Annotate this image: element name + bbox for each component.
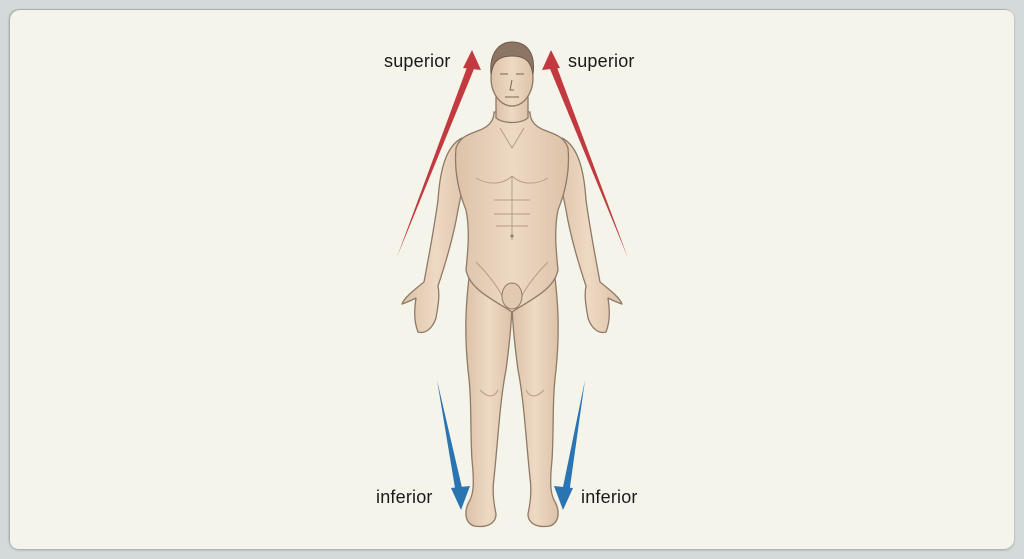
superior-left-arrow <box>397 50 481 257</box>
navel <box>510 234 514 238</box>
left-leg <box>465 269 513 528</box>
right-leg <box>511 269 559 528</box>
right-arm <box>553 137 623 334</box>
inferior-left-arrow <box>437 380 470 510</box>
superior-right-arrow <box>542 50 628 258</box>
inferior-label-right: inferior <box>581 487 638 507</box>
inferior-right-arrow <box>554 380 585 510</box>
inferior-label-left: inferior <box>376 487 433 507</box>
hair <box>490 41 535 75</box>
muscle-details <box>475 127 549 397</box>
superior-label-left: superior <box>384 51 451 71</box>
face-details <box>500 73 524 98</box>
left-arm <box>401 137 471 334</box>
superior-label-right: superior <box>568 51 635 71</box>
groin <box>501 282 523 310</box>
